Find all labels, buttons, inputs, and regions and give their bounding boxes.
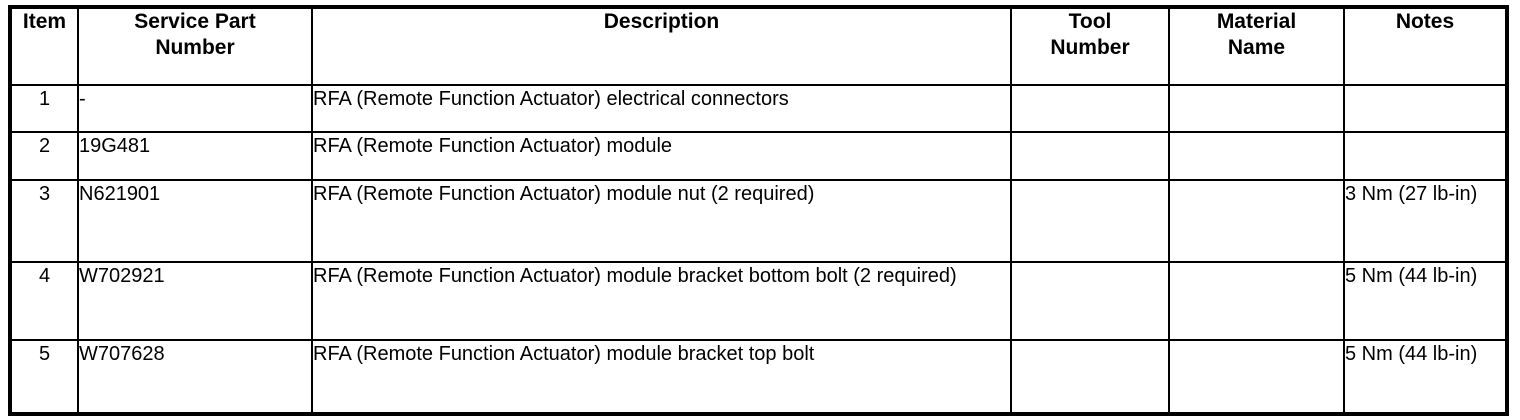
- cell-item: 4: [10, 261, 79, 341]
- column-header-material-name: Material Name: [1168, 6, 1345, 86]
- table-row: 3 N621901 RFA (Remote Function Actuator)…: [10, 179, 1507, 263]
- cell-part-number: N621901: [77, 179, 313, 263]
- column-header-item: Item: [10, 6, 79, 86]
- column-header-notes-label: Notes: [1395, 10, 1455, 33]
- column-header-item-label: Item: [22, 10, 67, 33]
- cell-material-name: [1168, 339, 1345, 414]
- cell-notes: 3 Nm (27 lb-in): [1343, 179, 1507, 263]
- cell-description: RFA (Remote Function Actuator) electrica…: [311, 84, 1012, 133]
- cell-notes: 5 Nm (44 lb-in): [1343, 261, 1507, 341]
- header-row: Item Service Part Number Description Too…: [10, 6, 1507, 86]
- cell-part-number: 19G481: [77, 131, 313, 181]
- table-body: 1 - RFA (Remote Function Actuator) elect…: [10, 84, 1507, 414]
- column-header-notes: Notes: [1343, 6, 1507, 86]
- table-header: Item Service Part Number Description Too…: [10, 6, 1507, 86]
- column-header-material-name-line2: Name: [1227, 35, 1286, 59]
- cell-notes: 5 Nm (44 lb-in): [1343, 339, 1507, 414]
- cell-tool-number: [1010, 339, 1170, 414]
- cell-item: 3: [10, 179, 79, 263]
- cell-part-number: -: [77, 84, 313, 133]
- cell-description: RFA (Remote Function Actuator) module nu…: [311, 179, 1012, 263]
- cell-notes: [1343, 131, 1507, 181]
- cell-material-name: [1168, 131, 1345, 181]
- table-row: 4 W702921 RFA (Remote Function Actuator)…: [10, 261, 1507, 341]
- column-header-material-name-line1: Material: [1216, 10, 1297, 33]
- cell-material-name: [1168, 84, 1345, 133]
- table-row: 1 - RFA (Remote Function Actuator) elect…: [10, 84, 1507, 133]
- cell-part-number: W702921: [77, 261, 313, 341]
- table-row: 2 19G481 RFA (Remote Function Actuator) …: [10, 131, 1507, 181]
- cell-item: 2: [10, 131, 79, 181]
- cell-tool-number: [1010, 84, 1170, 133]
- column-header-description-label: Description: [603, 10, 720, 33]
- cell-item: 5: [10, 339, 79, 414]
- column-header-service-part-number-line2: Number: [155, 35, 235, 59]
- column-header-tool-number: Tool Number: [1010, 6, 1170, 86]
- column-header-description: Description: [311, 6, 1012, 86]
- cell-tool-number: [1010, 131, 1170, 181]
- cell-tool-number: [1010, 261, 1170, 341]
- column-header-service-part-number: Service Part Number: [77, 6, 313, 86]
- cell-material-name: [1168, 261, 1345, 341]
- cell-description: RFA (Remote Function Actuator) module br…: [311, 261, 1012, 341]
- cell-description: RFA (Remote Function Actuator) module: [311, 131, 1012, 181]
- column-header-service-part-number-line1: Service Part: [134, 10, 256, 33]
- table-row: 5 W707628 RFA (Remote Function Actuator)…: [10, 339, 1507, 414]
- column-header-tool-number-line2: Number: [1050, 35, 1130, 59]
- cell-part-number: W707628: [77, 339, 313, 414]
- cell-item: 1: [10, 84, 79, 133]
- cell-tool-number: [1010, 179, 1170, 263]
- column-header-tool-number-line1: Tool: [1068, 10, 1112, 33]
- cell-description: RFA (Remote Function Actuator) module br…: [311, 339, 1012, 414]
- cell-notes: [1343, 84, 1507, 133]
- service-parts-table: Item Service Part Number Description Too…: [8, 5, 1509, 416]
- cell-material-name: [1168, 179, 1345, 263]
